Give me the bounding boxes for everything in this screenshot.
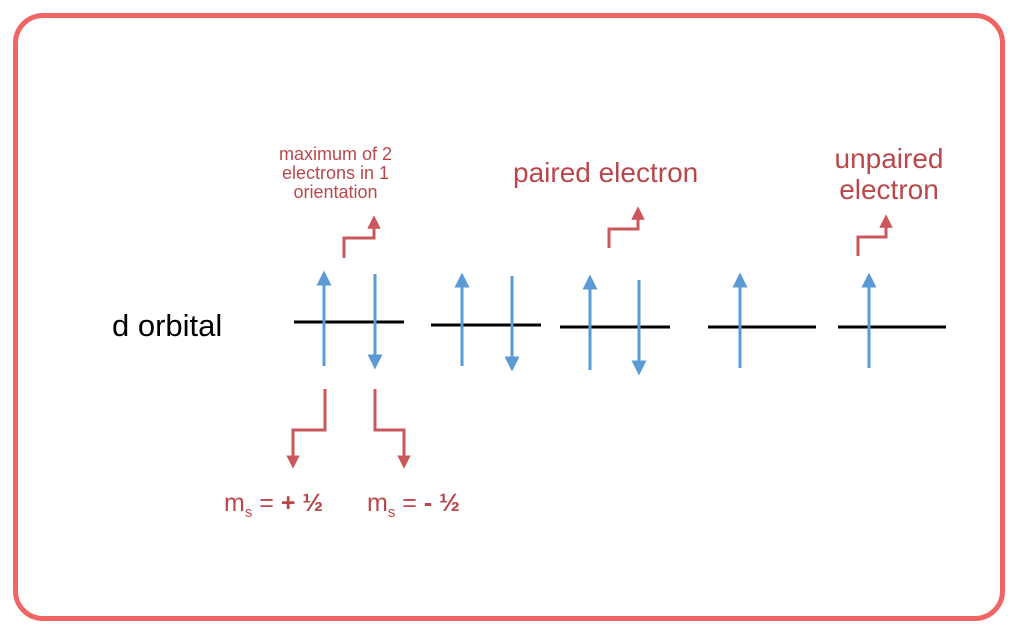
spin-value: + ½ [280, 489, 324, 517]
annotation-paired-electron: paired electron [513, 157, 699, 188]
callout-arrow-paired [607, 206, 645, 248]
spin-value: - ½ [423, 489, 460, 517]
spin-label-minus: ms = - ½ [367, 489, 460, 521]
spin-label-plus: ms = + ½ [224, 489, 324, 521]
annotation-unpaired-electron: unpaired electron [834, 143, 944, 205]
spin-subscript: s [244, 504, 253, 521]
annotation-max-electrons: maximum of 2 electrons in 1 orientation [278, 144, 393, 202]
callout-arrow-max [342, 215, 381, 258]
callout-arrow-unpaired [856, 214, 893, 256]
spin-symbol: m [367, 489, 388, 517]
spin-equals: = [252, 489, 281, 517]
orbital-label: d orbital [112, 308, 223, 343]
spin-equals: = [395, 489, 424, 517]
diagram-frame [13, 13, 1005, 621]
callout-arrow-ms-plus [286, 389, 327, 469]
callout-arrow-ms-minus [373, 389, 411, 469]
spin-subscript: s [387, 504, 396, 521]
spin-symbol: m [224, 489, 245, 517]
